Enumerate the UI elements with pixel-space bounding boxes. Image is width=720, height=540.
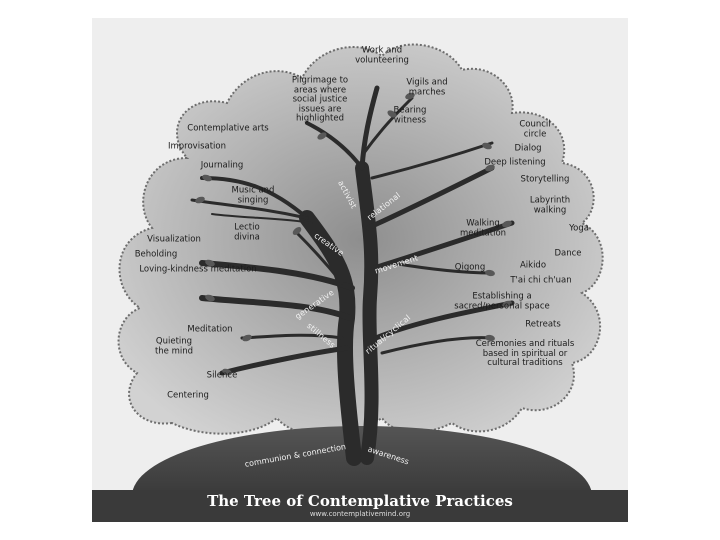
diagram-title: The Tree of Contemplative Practices	[207, 492, 513, 510]
label-centering: Centering	[167, 390, 209, 401]
label-dance: Dance	[554, 248, 582, 259]
label-retreats: Retreats	[525, 319, 561, 330]
label-improvisation: Improvisation	[167, 141, 227, 152]
label-yoga: Yoga	[569, 223, 589, 234]
tree-illustration	[117, 43, 604, 522]
label-taichi: T'ai chi ch'uan	[510, 275, 572, 286]
label-deep-listening: Deep listening	[484, 157, 546, 168]
leaves	[195, 92, 512, 376]
label-aikido: Aikido	[519, 260, 547, 271]
label-dialog: Dialog	[514, 143, 542, 154]
label-storytelling: Storytelling	[520, 174, 570, 185]
website-url: www.contemplativemind.org	[309, 510, 411, 518]
title-banner: The Tree of Contemplative Practices www.…	[92, 490, 628, 522]
tree-branches	[190, 85, 515, 466]
label-beholding: Beholding	[134, 249, 178, 260]
label-visualization: Visualization	[147, 234, 201, 245]
label-silence: Silence	[206, 370, 238, 381]
label-qigong: Qigong	[454, 262, 486, 273]
label-journaling: Journaling	[200, 160, 244, 171]
label-contemplative-arts: Contemplative arts	[187, 123, 269, 134]
label-loving-kindness: Loving-kindness meditation	[139, 264, 257, 275]
label-meditation: Meditation	[187, 324, 233, 335]
